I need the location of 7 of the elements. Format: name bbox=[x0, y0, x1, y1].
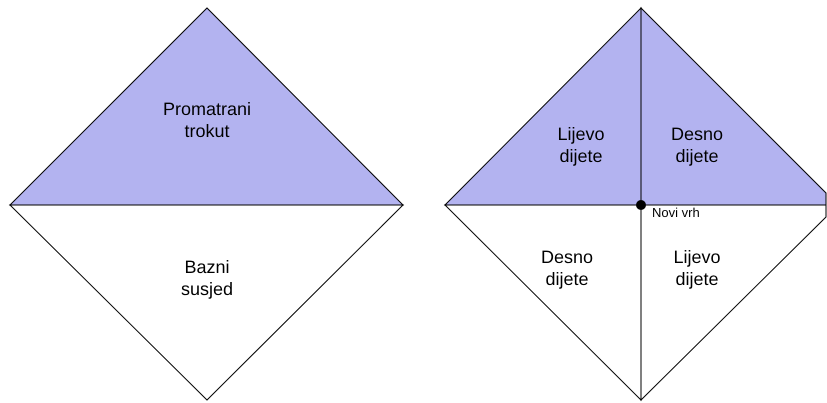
vertex-label: Novi vrh bbox=[652, 205, 700, 220]
region-label: Desno dijete bbox=[670, 123, 724, 167]
region-label: Lijevo dijete bbox=[672, 246, 722, 290]
region-label: Promatrani trokut bbox=[162, 98, 252, 142]
region-label: Lijevo dijete bbox=[556, 123, 606, 167]
region-label: Desno dijete bbox=[540, 246, 594, 290]
region-label: Bazni susjed bbox=[180, 256, 234, 300]
